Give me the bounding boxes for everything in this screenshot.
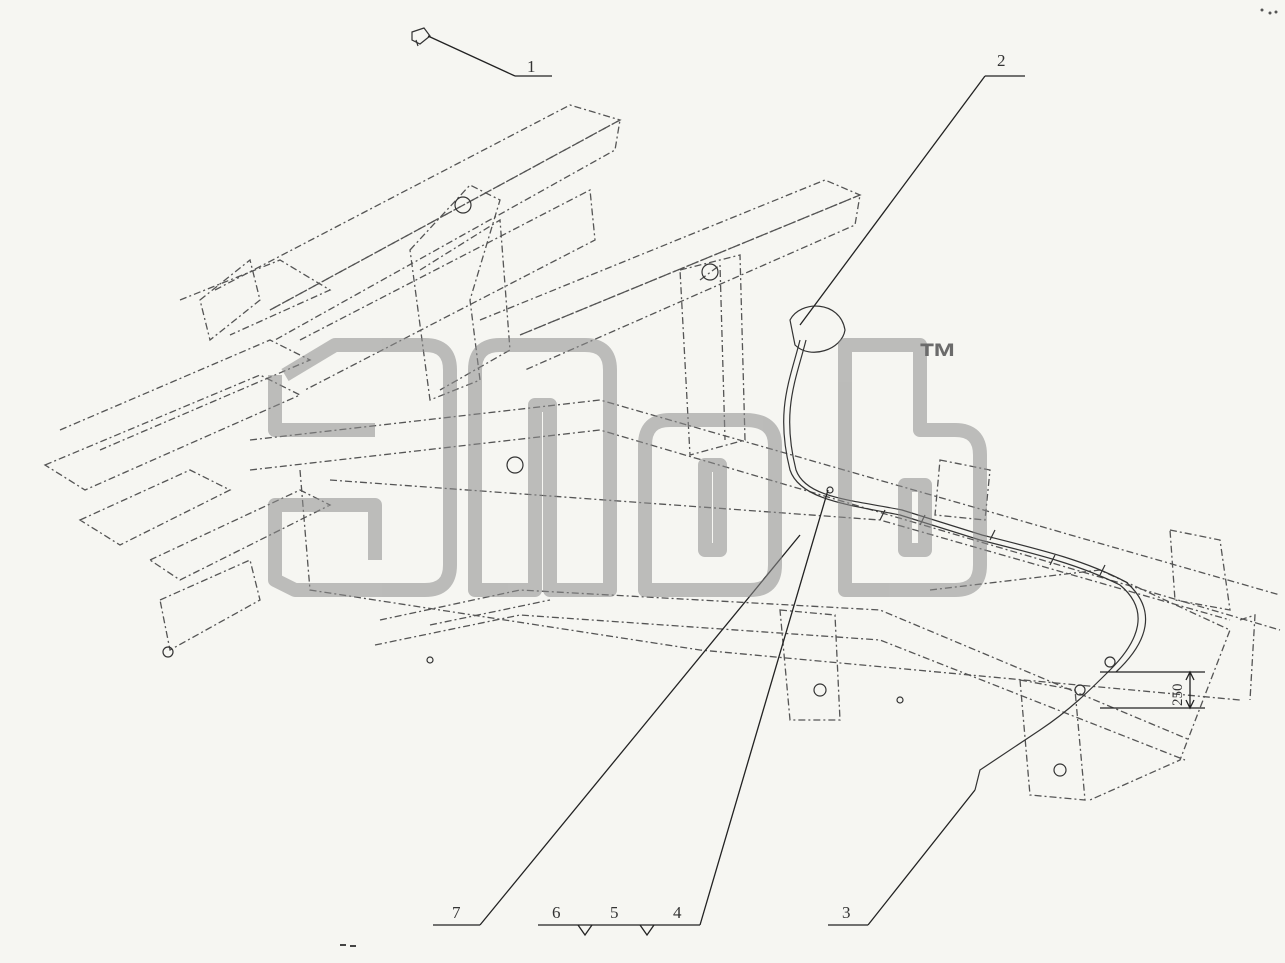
dimension-250: 250 [1100,670,1205,710]
callout-6: 6 [552,903,561,922]
watermark-logo [268,338,987,597]
harness-route [783,305,1147,791]
callout-7: 7 [452,903,461,922]
chassis-frame [43,104,1281,801]
callout-5: 5 [610,903,619,922]
callout-labels: 1 2 3 4 5 6 7 [452,51,1006,922]
part-1-bolt [411,27,431,47]
leader-lines [427,35,1025,937]
corner-marks [340,8,1278,947]
callout-1: 1 [527,57,536,76]
trademark-symbol: ™ [918,336,958,380]
callout-2: 2 [997,51,1006,70]
callout-3: 3 [842,903,851,922]
dimension-text: 250 [1170,684,1186,707]
callout-4: 4 [673,903,682,922]
